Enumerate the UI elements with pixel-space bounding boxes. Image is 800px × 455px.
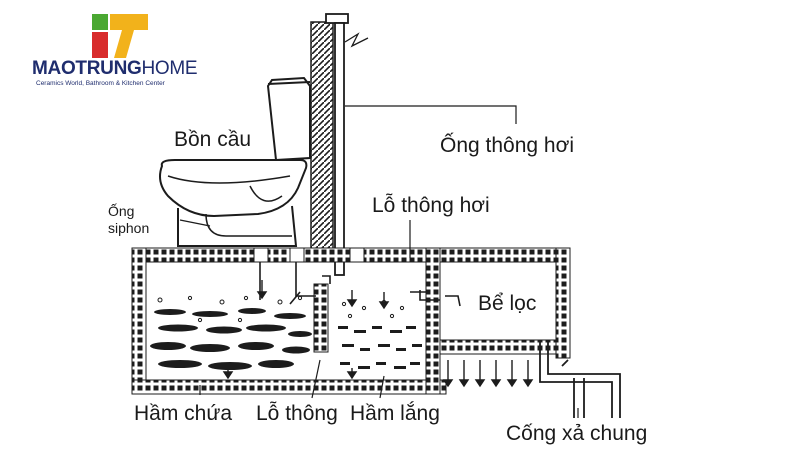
building-wall — [310, 21, 334, 253]
label-holding-chamber: Hầm chứa — [134, 402, 233, 425]
drainage-arrows — [442, 360, 534, 388]
label-siphon-line2: siphon — [108, 220, 150, 236]
settling-chamber-liquid — [338, 326, 422, 369]
label-filter-tank: Bể lọc — [478, 292, 537, 315]
label-vent-opening: Lỗ thông — [256, 402, 338, 425]
label-vent-pipe: Ống thông hơi — [440, 134, 575, 157]
label-common-sewer: Cống xả chung — [506, 422, 648, 445]
vent-pipe — [325, 13, 369, 276]
inlet-openings — [253, 247, 365, 263]
label-siphon-line1: Ống — [108, 203, 135, 219]
flow-pipes — [259, 262, 461, 307]
common-sewer — [539, 340, 621, 418]
flow-arrows — [222, 280, 390, 380]
brand-tagline: Ceramics World, Bathroom & Kitchen Cente… — [36, 80, 165, 87]
brand-logo: MAOTRUNGHOME Ceramics World, Bathroom & … — [32, 12, 222, 87]
brand-name-light: HOME — [141, 58, 198, 79]
label-toilet: Bồn cầu — [174, 128, 252, 151]
holding-chamber-liquid — [150, 308, 312, 370]
brand-name-bold: MAOTRUNG — [32, 58, 142, 79]
label-settling-chamber: Hầm lắng — [350, 402, 440, 425]
holding-chamber-bubbles — [157, 295, 303, 323]
leader-lines — [179, 105, 579, 418]
tank-walls — [131, 247, 571, 395]
label-vent-hole: Lỗ thông hơi — [372, 194, 490, 217]
toilet — [159, 76, 311, 247]
brand-name: MAOTRUNGHOME — [32, 58, 198, 80]
logo-mark-icon — [92, 14, 148, 58]
